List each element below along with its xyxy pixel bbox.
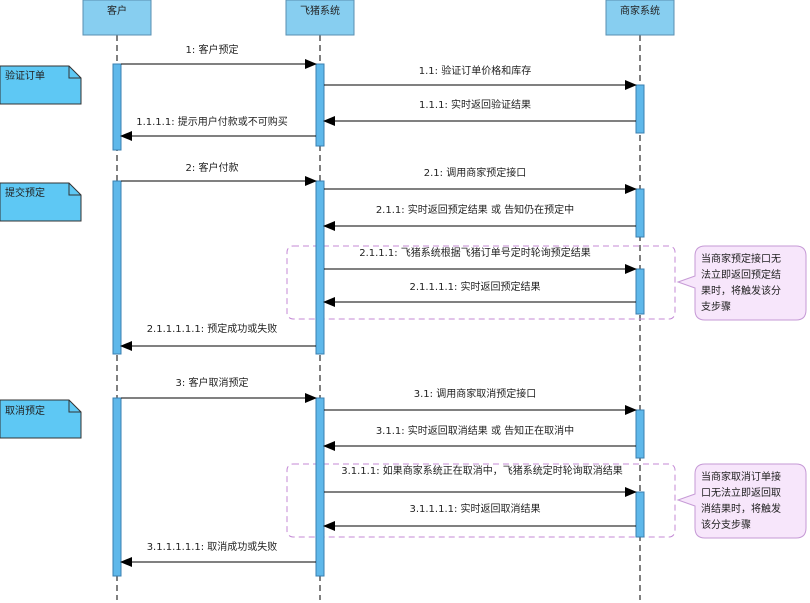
activation-merchant-4 (635, 409, 645, 459)
note-cancel-line-1: 当商家取消订单接 (701, 470, 781, 483)
message-2-1-1-1-label: 2.1.1.1: 飞猪系统根据飞猪订单号定时轮询预定结果 (359, 246, 591, 259)
activation-fliggy-2 (315, 180, 325, 355)
participant-fliggy-label: 飞猪系统 (300, 4, 340, 17)
message-1-label: 1: 客户预定 (186, 43, 239, 56)
note-booking-branch: 当商家预定接口无 法立即返回预定结 果时，将触发该分 支步骤 (676, 245, 807, 321)
message-2-1-label: 2.1: 调用商家预定接口 (424, 166, 526, 179)
activation-customer-1 (112, 63, 122, 151)
section-submit-booking-label: 提交预定 (5, 186, 45, 199)
message-3-1-1-1-label: 3.1.1.1: 如果商家系统正在取消中，飞猪系统定时轮询取消结果 (341, 464, 623, 477)
activation-customer-3 (112, 397, 122, 577)
activation-merchant-3 (635, 268, 645, 315)
message-1-1-1-1-label: 1.1.1.1: 提示用户付款或不可购买 (136, 115, 288, 128)
message-2-1-1-1-1-label: 2.1.1.1.1: 实时返回预定结果 (409, 280, 540, 293)
message-2-1-1: 2.1.1: 实时返回预定结果 或 告知仍在预定中 (323, 203, 636, 231)
section-verify-order-label: 验证订单 (5, 69, 45, 82)
message-3-label: 3: 客户取消预定 (176, 376, 249, 389)
message-1-1-1-1: 1.1.1.1: 提示用户付款或不可购买 (120, 115, 316, 141)
participant-customer-label: 客户 (107, 4, 127, 17)
activation-customer-2 (112, 180, 122, 355)
activation-merchant-2 (635, 188, 645, 238)
message-3-1-1-1-1-1: 3.1.1.1.1.1: 取消成功或失败 (120, 540, 316, 567)
note-booking-line-1: 当商家预定接口无 (701, 252, 781, 265)
message-2: 2: 客户付款 (121, 161, 317, 186)
message-2-label: 2: 客户付款 (186, 161, 239, 174)
note-cancel-line-4: 该分支步骤 (701, 518, 751, 531)
note-cancel-line-3: 消结果时，将触发 (701, 502, 781, 515)
message-3-1-1-1: 3.1.1.1: 如果商家系统正在取消中，飞猪系统定时轮询取消结果 (324, 464, 637, 497)
participant-customer: 客户 (82, 0, 152, 36)
message-1-1-1: 1.1.1: 实时返回验证结果 (323, 98, 636, 126)
message-1-1-1-label: 1.1.1: 实时返回验证结果 (419, 98, 531, 111)
section-submit-booking: 提交预定 (0, 182, 82, 222)
note-cancel-line-2: 口无法立即返回取 (701, 486, 781, 499)
activation-fliggy-1 (315, 63, 325, 147)
participant-fliggy: 飞猪系统 (285, 0, 355, 36)
message-3-1-label: 3.1: 调用商家取消预定接口 (414, 387, 536, 400)
alt-frame-booking (286, 245, 676, 320)
note-cancel-branch: 当商家取消订单接 口无法立即返回取 消结果时，将触发 该分支步骤 (676, 463, 807, 539)
message-3-1: 3.1: 调用商家取消预定接口 (324, 387, 637, 415)
message-2-1: 2.1: 调用商家预定接口 (324, 166, 637, 194)
message-2-1-1-1: 2.1.1.1: 飞猪系统根据飞猪订单号定时轮询预定结果 (324, 246, 637, 274)
note-booking-line-2: 法立即返回预定结 (701, 268, 781, 281)
alt-frame-cancel (286, 463, 676, 538)
note-booking-line-3: 果时，将触发该分 (701, 284, 781, 297)
message-1: 1: 客户预定 (121, 43, 317, 69)
participant-merchant: 商家系统 (605, 0, 675, 36)
message-2-1-1-1-1: 2.1.1.1.1: 实时返回预定结果 (323, 280, 636, 307)
message-1-1-label: 1.1: 验证订单价格和库存 (419, 64, 531, 77)
message-3-1-1-1-1: 3.1.1.1.1: 实时返回取消结果 (323, 502, 636, 531)
message-2-1-1-1-1-1: 2.1.1.1.1.1: 预定成功或失败 (120, 322, 316, 351)
section-verify-order: 验证订单 (0, 65, 82, 105)
activation-merchant-1 (635, 84, 645, 134)
message-3-1-1-label: 3.1.1: 实时返回取消结果 或 告知正在取消中 (376, 424, 574, 437)
message-2-1-1-1-1-1-label: 2.1.1.1.1.1: 预定成功或失败 (147, 322, 278, 335)
message-2-1-1-label: 2.1.1: 实时返回预定结果 或 告知仍在预定中 (376, 203, 574, 216)
activation-merchant-5 (635, 491, 645, 538)
activation-fliggy-3 (315, 397, 325, 577)
message-3: 3: 客户取消预定 (121, 376, 317, 403)
message-1-1: 1.1: 验证订单价格和库存 (324, 64, 637, 90)
note-booking-line-4: 支步骤 (701, 301, 731, 313)
section-cancel-booking-label: 取消预定 (5, 404, 45, 417)
message-3-1-1-1-1-1-label: 3.1.1.1.1.1: 取消成功或失败 (147, 540, 278, 553)
section-cancel-booking: 取消预定 (0, 399, 82, 439)
message-3-1-1: 3.1.1: 实时返回取消结果 或 告知正在取消中 (323, 424, 636, 451)
participant-merchant-label: 商家系统 (620, 4, 660, 17)
message-3-1-1-1-1-label: 3.1.1.1.1: 实时返回取消结果 (409, 502, 540, 515)
